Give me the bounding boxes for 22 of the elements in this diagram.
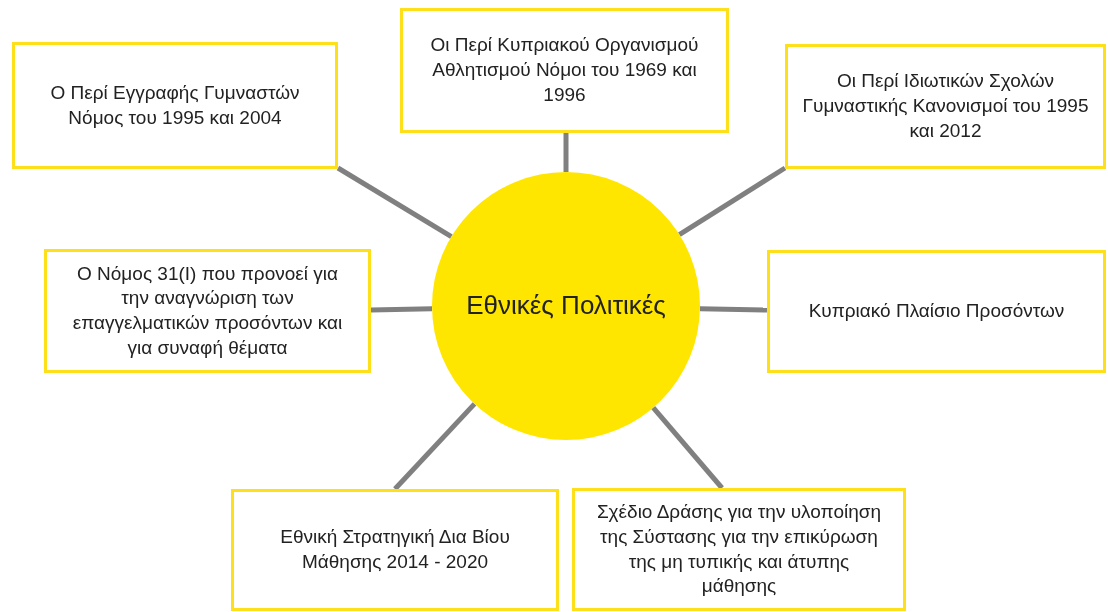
- connector-line: [370, 306, 433, 313]
- policy-box: [12, 42, 338, 169]
- policy-box: [231, 489, 559, 611]
- policy-text: Οι Περί Ιδιωτικών Σχολών Γυμναστικής Κανονισμοί του 1995 και 2012: [802, 69, 1089, 143]
- center-title: Εθνικές Πολιτικές: [466, 289, 666, 323]
- policy-text: Σχέδιο Δράσης για την υλοποίηση της Σύστασης για την επικύρωση της μη τυπικής και άτυπης μάθησης: [595, 500, 883, 599]
- connector-line: [651, 406, 724, 490]
- policy-text: Ο Περί Εγγραφής Γυμναστών Νόμος του 1995 και 2004: [49, 80, 301, 130]
- connector-line: [393, 402, 477, 491]
- connector-line: [336, 165, 453, 239]
- policy-box: [44, 249, 371, 373]
- policy-text: Κυπριακό Πλαίσιο Προσόντων: [808, 299, 1065, 324]
- policy-box: [400, 8, 729, 133]
- policy-box: [767, 250, 1106, 373]
- connector-line: [678, 165, 787, 237]
- policy-box: [785, 44, 1106, 169]
- connector-line: [563, 133, 569, 172]
- policy-box: [572, 488, 906, 611]
- policy-text: Οι Περί Κυπριακού Οργανισμού Αθλητισμού Νόμοι του 1969 και 1996: [429, 33, 700, 107]
- policy-text: Εθνική Στρατηγική Δια Βίου Μάθησης 2014 - 2020: [279, 525, 511, 574]
- policy-text: Ο Νόμος 31(Ι) που προνοεί για την αναγνώριση των επαγγελματικών προσόντων και για συναφή θέματα: [71, 261, 344, 360]
- connector-line: [699, 306, 768, 313]
